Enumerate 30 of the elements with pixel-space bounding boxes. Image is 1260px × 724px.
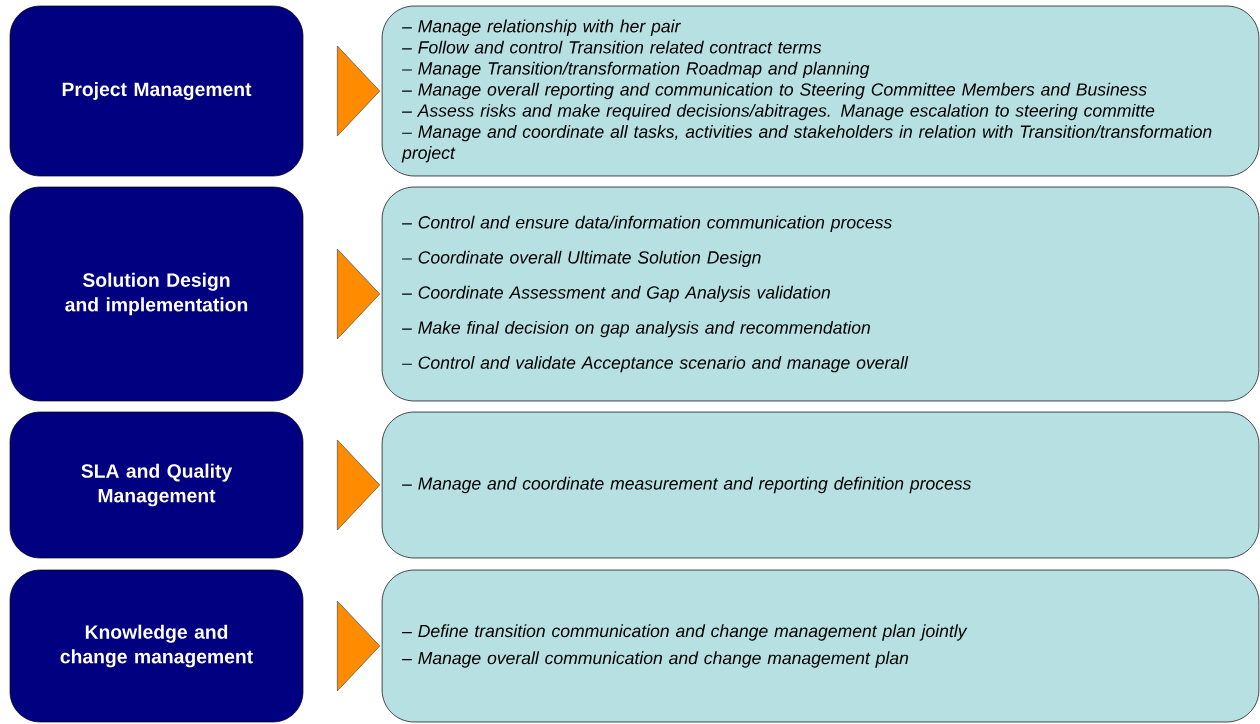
bullet-text: – Coordinate Assessment and Gap Analysis validation: [402, 285, 830, 303]
task-list-box: [381, 5, 1260, 177]
bullet-text: – Manage and coordinate measurement and reporting definition process: [402, 476, 971, 494]
bullet-text: – Manage overall communication and change management plan: [402, 651, 909, 668]
bullet-text: – Manage overall reporting and communication to Steering Committee Members and Business: [402, 82, 1147, 100]
bullet-text: – Define transition communication and change management plan jointly: [402, 624, 968, 641]
area-box: [9, 569, 304, 723]
area-label: Solution Design and implementation: [65, 272, 248, 316]
bullet-text: – Follow and control Transition related contract terms: [402, 40, 822, 54]
chevron-arrow: [336, 248, 381, 340]
area-box: [9, 186, 304, 402]
bullet-text: – Control and validate Acceptance scenario and manage overall: [402, 356, 909, 373]
task-list-box: [381, 186, 1260, 402]
area-label: Project Management: [62, 81, 252, 101]
area-box: [9, 411, 304, 559]
bullet-text: – Coordinate overall Ultimate Solution Design: [402, 250, 761, 268]
task-list-box: [381, 569, 1260, 723]
area-label: Knowledge and change management: [60, 624, 253, 668]
chevron-arrow: [336, 45, 381, 137]
area-box: [9, 5, 304, 177]
bullet-text: – Manage relationship with her pair: [402, 19, 681, 36]
bullet-text: – Make final decision on gap analysis and recommendation: [402, 320, 870, 338]
bullet-text: – Manage Transition/transformation Roadmap and planning: [402, 61, 870, 79]
bullet-text: – Control and ensure data/information communication process: [402, 215, 892, 232]
task-list-box: [381, 411, 1260, 559]
chevron-arrow: [336, 600, 381, 692]
bullet-text: – Manage and coordinate all tasks, activities and stakeholders in relation with Transition/transformation project: [401, 125, 1212, 163]
area-label: SLA and Quality Management: [81, 463, 233, 507]
bullet-text: – Assess risks and make required decisions/abitrages. Manage escalation to steering committe: [402, 103, 1155, 121]
chevron-arrow: [336, 439, 381, 531]
